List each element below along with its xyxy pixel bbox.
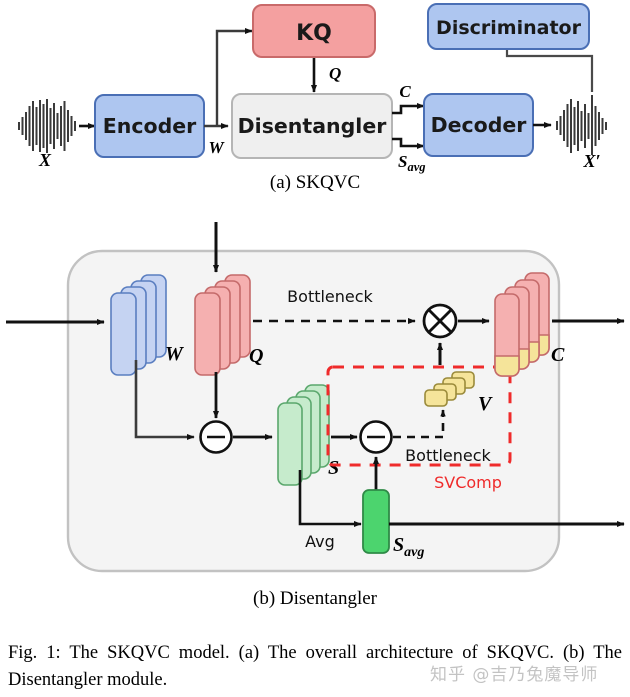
node-disentangler: Disentangler: [231, 93, 393, 159]
waveform-icon-right: [556, 95, 607, 155]
edge-bottleneck-bottom: [393, 409, 446, 439]
subcaption-a: (a) SKQVC: [269, 172, 361, 193]
label-savg-a: Savg: [398, 152, 426, 174]
node-discriminator-label: Discriminator: [436, 17, 582, 39]
svcomp-region: [326, 365, 512, 467]
node-discriminator: Discriminator: [427, 3, 590, 50]
edge-c-to-decoder: [392, 102, 425, 115]
label-bottleneck-bottom: Bottleneck: [405, 446, 491, 465]
label-q-b: Q: [249, 345, 263, 367]
node-kq-label: KQ: [296, 21, 332, 46]
tensor-stack-s: [277, 384, 330, 486]
operator-multiply: [422, 303, 458, 339]
diagram-b: W Q Bottleneck: [6, 222, 625, 573]
node-encoder-label: Encoder: [103, 114, 197, 138]
node-decoder: Decoder: [423, 93, 534, 157]
edge-s-to-avg: [298, 470, 362, 528]
label-svcomp: SVComp: [434, 473, 502, 492]
tensor-stack-c: [494, 272, 550, 377]
operator-subtract-1: [199, 420, 233, 454]
tensor-stack-v: [424, 371, 475, 407]
label-bottleneck-top: Bottleneck: [287, 287, 373, 306]
label-xprime: X′: [582, 151, 600, 171]
label-c-a: C: [399, 82, 411, 101]
waveform-icon-left: [18, 99, 76, 153]
edge-savg-to-decoder: [392, 137, 425, 150]
label-v: V: [478, 393, 493, 415]
edge-encoder-to-kq: [215, 27, 253, 126]
watermark: 知乎 @吉乃兔魔导师: [430, 665, 599, 685]
node-decoder-label: Decoder: [431, 113, 528, 137]
label-w-b: W: [165, 343, 184, 365]
tensor-stack-q: [194, 274, 251, 376]
diagram-a: X Encoder W KQ Q Disentang: [18, 3, 607, 174]
operator-subtract-2: [359, 420, 393, 454]
node-disentangler-label: Disentangler: [238, 114, 388, 138]
label-c-b: C: [551, 344, 565, 366]
node-kq: KQ: [252, 4, 376, 58]
label-q-a: Q: [329, 64, 341, 83]
label-x: X: [38, 150, 52, 170]
label-avg: Avg: [305, 532, 335, 551]
edge-w-to-subtract: [134, 360, 195, 441]
bar-savg: [362, 489, 390, 554]
label-w-a: W: [208, 138, 225, 157]
label-s: S: [328, 457, 339, 479]
figure-caption: Fig. 1: The SKQVC model. (a) The overall…: [8, 643, 622, 690]
tensor-stack-w: [110, 274, 167, 376]
subcaption-b: (b) Disentangler: [253, 588, 377, 609]
node-encoder: Encoder: [94, 94, 205, 158]
